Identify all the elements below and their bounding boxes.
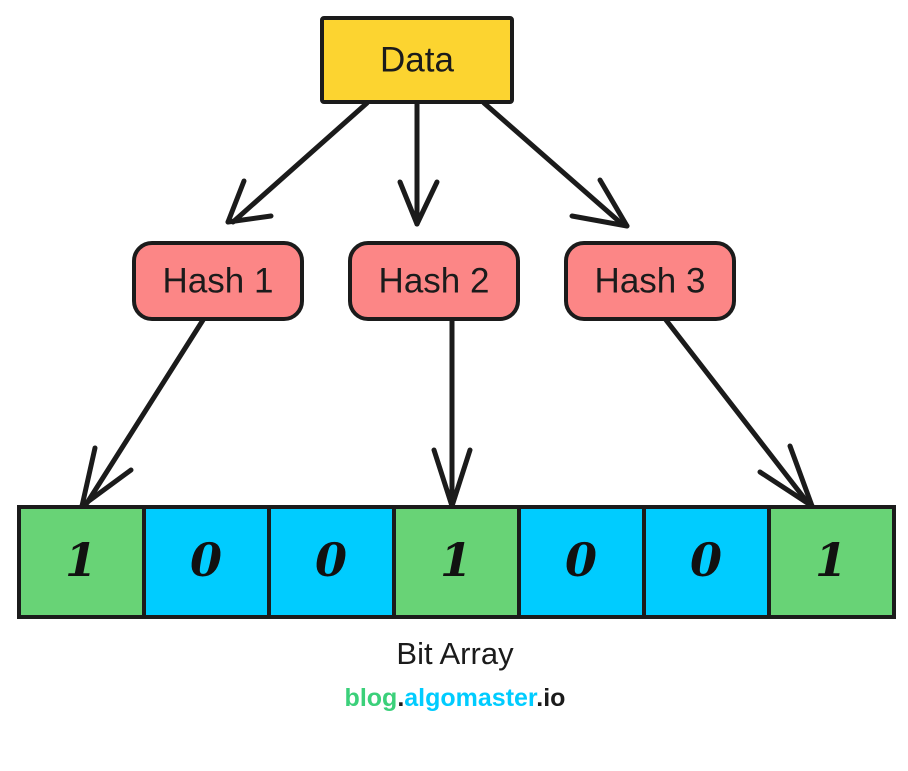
connector-hash3-to-cell6 [663,317,815,509]
bit-cell-box-2 [267,505,396,619]
node-hash-2-box [348,241,520,321]
bit-array-caption: Bit Array [396,636,514,671]
watermark-part-blog: blog [345,684,398,712]
connector-hash2-to-cell3 [431,317,473,509]
connector-data-to-hash3 [481,100,630,229]
watermark-dot-1: . [397,684,404,712]
bit-cell-value-5: 0 [690,533,722,587]
node-hash-2[interactable]: Hash 2 [348,241,520,321]
bit-cell[interactable]: 1 [392,505,521,619]
bit-cell-box-4 [517,505,646,619]
node-data-box [320,16,514,104]
bit-cell-box-1 [142,505,271,619]
bit-cell-value-2: 0 [315,533,347,587]
bit-cell[interactable]: 1 [767,505,896,619]
watermark-part-algomaster: algomaster [404,684,538,712]
bit-cell[interactable]: 0 [267,505,396,619]
bit-cell-value-3: 1 [440,533,472,587]
bit-cell-value-1: 0 [190,533,222,587]
node-hash-1-box [132,241,304,321]
bit-cell[interactable]: 0 [142,505,271,619]
watermark-part-io: .io [536,684,565,712]
bit-cell-value-0: 1 [65,533,97,587]
node-data-label: Data [380,40,454,79]
bit-cell-box-0 [17,505,146,619]
node-hash-3-box [564,241,736,321]
bit-cell-box-3 [392,505,521,619]
node-hash-1-label: Hash 1 [163,261,274,300]
node-hash-3[interactable]: Hash 3 [564,241,736,321]
connector-data-to-hash1 [225,100,370,225]
bit-cell-box-5 [642,505,771,619]
bit-cell-value-4: 0 [565,533,597,587]
connector-hash1-to-cell0 [79,317,206,509]
connector-data-to-hash2 [397,100,440,227]
watermark: blog.algomaster.io [345,684,566,712]
node-hash-3-label: Hash 3 [595,261,706,300]
node-hash-2-label: Hash 2 [379,261,490,300]
bit-array: 1 0 0 1 0 0 1 [17,505,896,619]
bit-cell[interactable]: 0 [642,505,771,619]
bit-cell-value-6: 1 [815,533,847,587]
node-hash-1[interactable]: Hash 1 [132,241,304,321]
bit-cell[interactable]: 0 [517,505,646,619]
bit-cell-box-6 [767,505,896,619]
node-data[interactable]: Data [320,16,514,104]
bit-cell[interactable]: 1 [17,505,146,619]
